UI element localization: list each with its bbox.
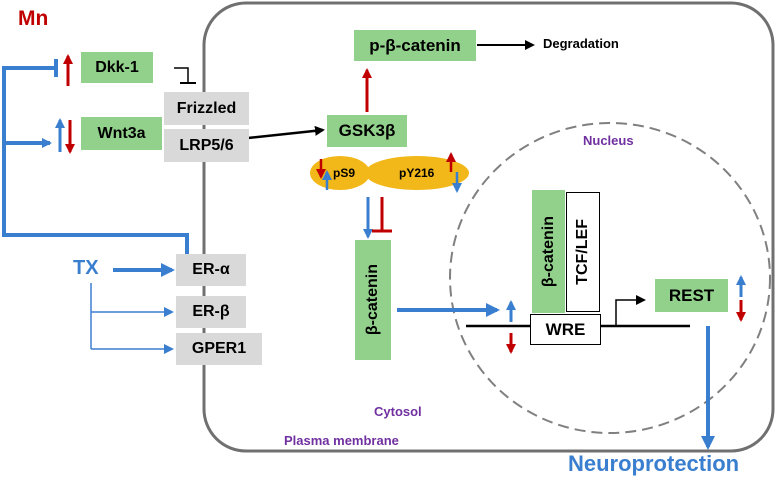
degradation-label: Degradation bbox=[543, 36, 619, 51]
mn-inhibits-dkk1-line bbox=[2, 66, 189, 254]
frizzled-node: Frizzled bbox=[164, 92, 249, 125]
tx-label: TX bbox=[73, 257, 99, 279]
beta-catenin-nuc-label: β-catenin bbox=[539, 215, 557, 288]
transcription-start-arrow bbox=[615, 295, 646, 326]
py216-ellipse bbox=[365, 156, 469, 190]
dkk1-inhibits-frizzled bbox=[174, 67, 189, 83]
wre-node: WRE bbox=[530, 314, 601, 345]
er-alpha-node: ER-α bbox=[176, 254, 246, 286]
neuroprotection-label: Neuroprotection bbox=[568, 451, 740, 476]
mn-label: Mn bbox=[18, 7, 49, 30]
cell-membrane-outline bbox=[202, 1, 775, 453]
wnt3a-node: Wnt3a bbox=[81, 117, 162, 150]
lrp56-node: LRP5/6 bbox=[164, 129, 249, 162]
er-beta-node: ER-β bbox=[176, 296, 246, 328]
ps9-label: pS9 bbox=[333, 166, 356, 180]
beta-catenin-nuc-node: β-catenin bbox=[532, 190, 565, 313]
dkk1-node: Dkk-1 bbox=[81, 52, 153, 83]
py216-label: pY216 bbox=[399, 166, 435, 180]
p-beta-catenin-node: p-β-catenin bbox=[354, 30, 476, 61]
tcf-lef-node: TCF/LEF bbox=[566, 192, 600, 312]
nucleus-outline bbox=[449, 122, 771, 434]
cytosol-label: Cytosol bbox=[374, 404, 422, 419]
gper1-node: GPER1 bbox=[176, 333, 262, 365]
nucleus-label: Nucleus bbox=[583, 133, 634, 148]
gsk3b-node: GSK3β bbox=[327, 115, 407, 147]
beta-catenin-cyto-label: β-catenin bbox=[364, 264, 381, 336]
rest-node: REST bbox=[655, 279, 728, 312]
ps9-ellipse bbox=[310, 156, 370, 190]
tcf-lef-label: TCF/LEF bbox=[574, 219, 591, 285]
beta-catenin-cyto-node: β-catenin bbox=[355, 240, 391, 360]
plasma-membrane-label: Plasma membrane bbox=[284, 433, 399, 448]
lrp-to-gsk3b-arrow bbox=[247, 125, 325, 140]
